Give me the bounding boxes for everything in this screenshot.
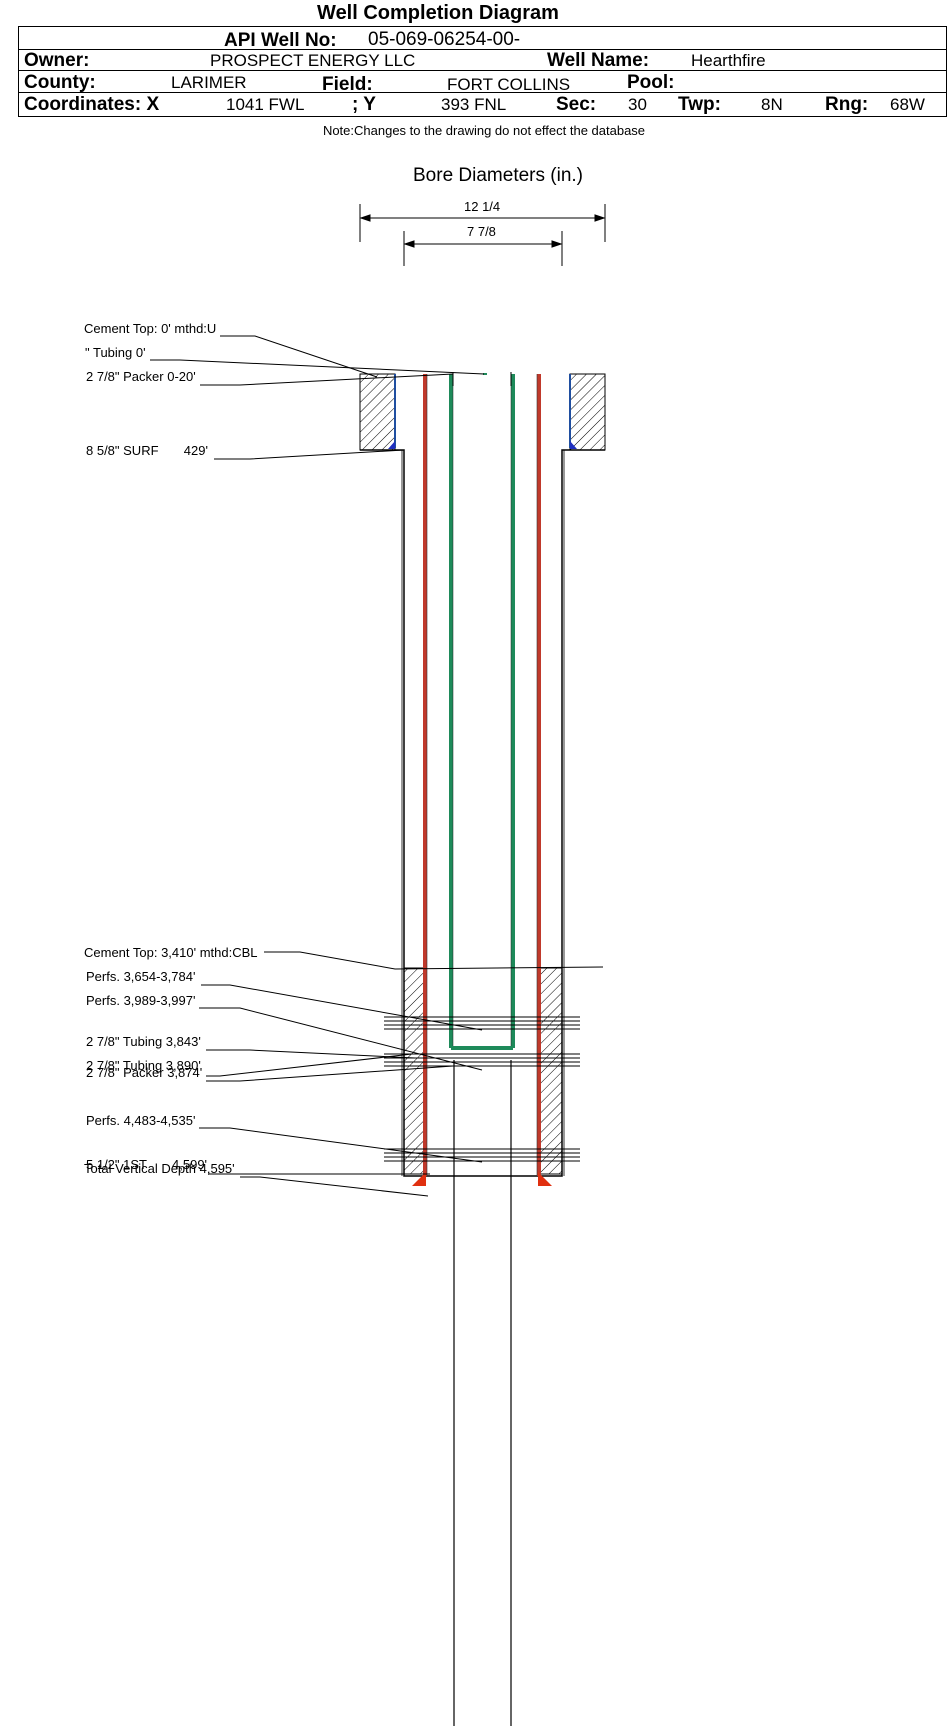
bore-inner-diameter: 7 7/8 [467, 224, 496, 239]
label-cement-top-cbl: Cement Top: 3,410' mthd:CBL [84, 945, 258, 960]
leader-lines [150, 335, 604, 1197]
rng-value: 68W [890, 95, 925, 114]
sec-label: Sec: [556, 94, 597, 115]
production-casing [423, 374, 541, 1176]
well-name-value: Hearthfire [691, 51, 766, 70]
sec-value: 30 [628, 95, 647, 114]
api-value: 05-069-06254-00- [368, 29, 521, 50]
diagram-title: Well Completion Diagram [317, 2, 559, 24]
label-tubing-0: " Tubing 0' [85, 345, 146, 360]
api-label: API Well No: [224, 30, 337, 51]
surface-shoe-right [570, 441, 577, 449]
bore-dimension-lines [359, 204, 606, 266]
coord-y-value: 393 FNL [441, 95, 507, 114]
label-perfs-2: Perfs. 3,989-3,997' [86, 993, 196, 1008]
coord-x-label: Coordinates: X [24, 94, 160, 115]
twp-label: Twp: [678, 94, 721, 115]
surface-shoe-left [388, 441, 395, 449]
casing-shoe-left [412, 1172, 426, 1186]
production-cement [403, 967, 563, 1175]
field-label: Field: [322, 74, 373, 95]
borehole-outline [360, 449, 605, 1177]
label-perfs-3: Perfs. 4,483-4,535' [86, 1113, 196, 1128]
label-packer-3874: 2 7/8" Packer 3,874' [86, 1065, 203, 1080]
well-name-label: Well Name: [547, 50, 650, 71]
header-table: API Well No: 05-069-06254-00- Owner: PRO… [18, 26, 947, 117]
bore-diameters-heading: Bore Diameters (in.) [413, 165, 583, 186]
owner-value: PROSPECT ENERGY LLC [210, 51, 416, 70]
label-tubing-3890: 2 7/8" Tubing 3,890' [86, 1058, 201, 1073]
label-total-vertical-depth: Total Vertical Depth 4,595' [84, 1161, 235, 1176]
rng-label: Rng: [825, 94, 869, 115]
tubing [449, 374, 515, 1050]
tail-lines [453, 1060, 512, 1726]
label-perfs-1: Perfs. 3,654-3,784' [86, 969, 196, 984]
label-packer-0-20: 2 7/8" Packer 0-20' [86, 369, 196, 384]
field-value: FORT COLLINS [447, 75, 571, 94]
surface-cement [359, 373, 606, 451]
county-value: LARIMER [171, 73, 247, 92]
bore-outer-diameter: 12 1/4 [464, 199, 501, 214]
label-tubing-3843: 2 7/8" Tubing 3,843' [86, 1034, 201, 1049]
label-cement-top-surface: Cement Top: 0' mthd:U [84, 321, 217, 336]
owner-label: Owner: [24, 50, 90, 71]
coord-x-value: 1041 FWL [226, 95, 305, 114]
coord-y-label: ; Y [352, 94, 376, 115]
surface-casing [394, 374, 571, 448]
label-production-casing: 5 1/2" 1ST 4,599' [86, 1157, 208, 1172]
casing-shoe-right [538, 1172, 552, 1186]
perforations [384, 1016, 580, 1162]
note-text: Note:Changes to the drawing do not effec… [322, 123, 646, 138]
twp-value: 8N [761, 95, 783, 114]
county-label: County: [24, 72, 96, 93]
pool-label: Pool: [627, 72, 675, 93]
label-surface-casing: 8 5/8" SURF 429' [86, 443, 208, 458]
